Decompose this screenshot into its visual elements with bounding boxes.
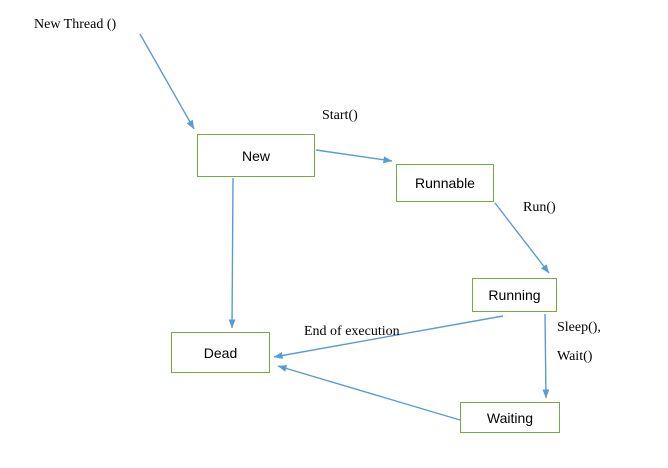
- node-dead: Dead: [171, 332, 270, 373]
- node-new-label: New: [241, 147, 270, 164]
- arrow-running-to-waiting: [542, 313, 550, 399]
- node-waiting-label: Waiting: [486, 409, 534, 426]
- arrow-runnable-to-running: [494, 202, 550, 274]
- edge-label-wait: Wait(): [557, 349, 593, 364]
- edge-label-new-thread: New Thread (): [34, 17, 117, 32]
- node-running: Running: [472, 278, 557, 312]
- arrow-waiting-to-dead: [277, 365, 461, 421]
- node-dead-label: Dead: [203, 344, 238, 361]
- arrow-new-to-dead: [228, 177, 236, 329]
- edge-label-start: Start(): [322, 108, 358, 123]
- edge-label-run: Run(): [523, 200, 556, 215]
- node-running-label: Running: [488, 287, 541, 303]
- edge-label-end-of-execution: End of execution: [304, 324, 400, 339]
- arrow-new-to-runnable: [315, 149, 393, 164]
- node-new: New: [197, 134, 315, 177]
- arrow-running-to-dead: [273, 315, 504, 359]
- node-waiting: Waiting: [460, 402, 560, 433]
- node-runnable-label: Runnable: [415, 175, 475, 191]
- edge-label-sleep: Sleep(),: [557, 320, 601, 335]
- node-runnable: Runnable: [396, 164, 494, 202]
- arrow-newthread-to-new: [139, 33, 195, 130]
